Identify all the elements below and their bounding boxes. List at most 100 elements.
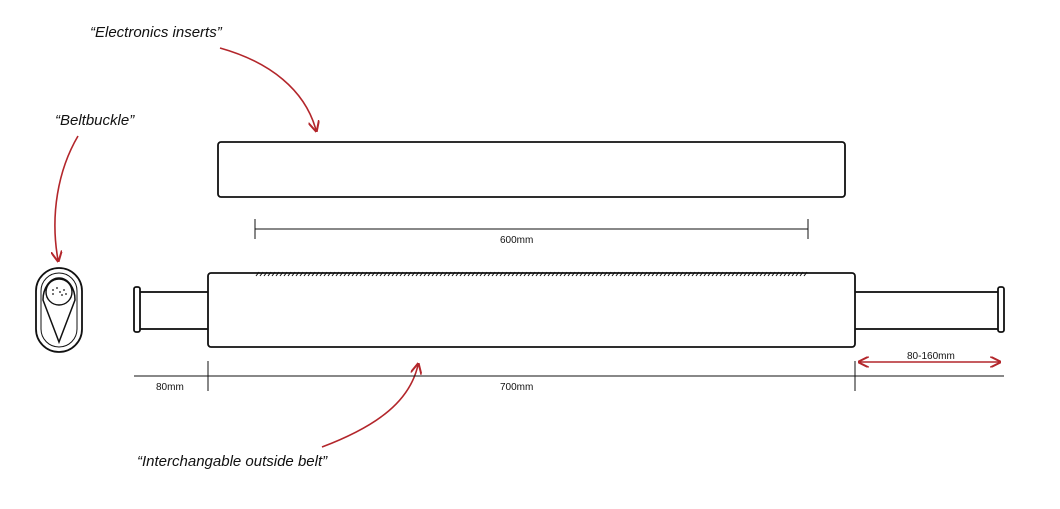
hatch-stroke bbox=[667, 271, 672, 277]
hatch-stroke bbox=[339, 271, 344, 277]
arrow-to-buckle bbox=[55, 135, 79, 260]
insert-length-label: 600mm bbox=[500, 235, 533, 246]
hatch-stroke bbox=[387, 271, 392, 277]
hatch-stroke bbox=[515, 271, 520, 277]
belt-length-label: 700mm bbox=[500, 382, 533, 393]
hatch-stroke bbox=[439, 271, 444, 277]
hatch-stroke bbox=[367, 271, 372, 277]
hatch-stroke bbox=[763, 271, 768, 277]
left-strap bbox=[133, 286, 212, 333]
hatch-stroke bbox=[347, 271, 352, 277]
hatch-stroke bbox=[383, 271, 388, 277]
hatch-stroke bbox=[255, 271, 260, 277]
hatch-stroke bbox=[299, 271, 304, 277]
hatch-stroke bbox=[603, 271, 608, 277]
hatch-stroke bbox=[419, 271, 424, 277]
hatch-stroke bbox=[463, 271, 468, 277]
hatch-stroke bbox=[559, 271, 564, 277]
arrow-to-insert bbox=[219, 47, 316, 130]
hatch-stroke bbox=[543, 271, 548, 277]
hatch-stroke bbox=[455, 271, 460, 277]
hatch-stroke bbox=[535, 271, 540, 277]
hatch-stroke bbox=[507, 271, 512, 277]
hatch-stroke bbox=[703, 271, 708, 277]
hatch-stroke bbox=[803, 271, 808, 277]
hatch-stroke bbox=[443, 271, 448, 277]
hatch-stroke bbox=[447, 271, 452, 277]
hatch-stroke bbox=[595, 271, 600, 277]
hatch-stroke bbox=[727, 271, 732, 277]
hatch-stroke bbox=[731, 271, 736, 277]
hatch-stroke bbox=[431, 271, 436, 277]
hatch-stroke bbox=[587, 271, 592, 277]
hatch-stroke bbox=[547, 271, 552, 277]
hatch-stroke bbox=[471, 271, 476, 277]
hatch-stroke bbox=[475, 271, 480, 277]
hatch-stroke bbox=[715, 271, 720, 277]
belt-hatching bbox=[255, 271, 808, 277]
interchangable-belt bbox=[207, 272, 856, 348]
hatch-stroke bbox=[643, 271, 648, 277]
hatch-stroke bbox=[311, 271, 316, 277]
hatch-stroke bbox=[343, 271, 348, 277]
hatch-stroke bbox=[779, 271, 784, 277]
braille-dots-icon bbox=[52, 287, 67, 296]
hatch-stroke bbox=[563, 271, 568, 277]
hatch-stroke bbox=[451, 271, 456, 277]
hatch-stroke bbox=[663, 271, 668, 277]
hatch-stroke bbox=[491, 271, 496, 277]
hatch-stroke bbox=[651, 271, 656, 277]
hatch-stroke bbox=[327, 271, 332, 277]
hatch-stroke bbox=[379, 271, 384, 277]
hatch-stroke bbox=[319, 271, 324, 277]
hatch-stroke bbox=[627, 271, 632, 277]
electronics-insert bbox=[217, 141, 846, 198]
belt-buckle bbox=[35, 267, 83, 353]
hatch-stroke bbox=[479, 271, 484, 277]
hatch-stroke bbox=[391, 271, 396, 277]
hatch-stroke bbox=[363, 271, 368, 277]
hatch-stroke bbox=[375, 271, 380, 277]
hatch-stroke bbox=[487, 271, 492, 277]
end-length-label: 80mm bbox=[156, 382, 184, 393]
hatch-stroke bbox=[567, 271, 572, 277]
adjustable-length-label: 80-160mm bbox=[907, 351, 955, 362]
hatch-stroke bbox=[655, 271, 660, 277]
hatch-stroke bbox=[331, 271, 336, 277]
hatch-stroke bbox=[287, 271, 292, 277]
hatch-stroke bbox=[719, 271, 724, 277]
hatch-stroke bbox=[575, 271, 580, 277]
hatch-stroke bbox=[787, 271, 792, 277]
hatch-stroke bbox=[579, 271, 584, 277]
hatch-stroke bbox=[483, 271, 488, 277]
hatch-stroke bbox=[691, 271, 696, 277]
hatch-stroke bbox=[743, 271, 748, 277]
hatch-stroke bbox=[371, 271, 376, 277]
hatch-stroke bbox=[335, 271, 340, 277]
hatch-stroke bbox=[519, 271, 524, 277]
hatch-stroke bbox=[291, 271, 296, 277]
hatch-stroke bbox=[699, 271, 704, 277]
hatch-stroke bbox=[631, 271, 636, 277]
hatch-stroke bbox=[435, 271, 440, 277]
hatch-stroke bbox=[695, 271, 700, 277]
hatch-stroke bbox=[683, 271, 688, 277]
hatch-stroke bbox=[395, 271, 400, 277]
hatch-stroke bbox=[795, 271, 800, 277]
hatch-stroke bbox=[591, 271, 596, 277]
hatch-stroke bbox=[635, 271, 640, 277]
hatch-stroke bbox=[275, 271, 280, 277]
hatch-stroke bbox=[423, 271, 428, 277]
hatch-stroke bbox=[259, 271, 264, 277]
hatch-stroke bbox=[739, 271, 744, 277]
hatch-stroke bbox=[499, 271, 504, 277]
hatch-stroke bbox=[399, 271, 404, 277]
hatch-stroke bbox=[307, 271, 312, 277]
hatch-stroke bbox=[639, 271, 644, 277]
hatch-stroke bbox=[707, 271, 712, 277]
hatch-stroke bbox=[747, 271, 752, 277]
hatch-stroke bbox=[467, 271, 472, 277]
hatch-stroke bbox=[599, 271, 604, 277]
